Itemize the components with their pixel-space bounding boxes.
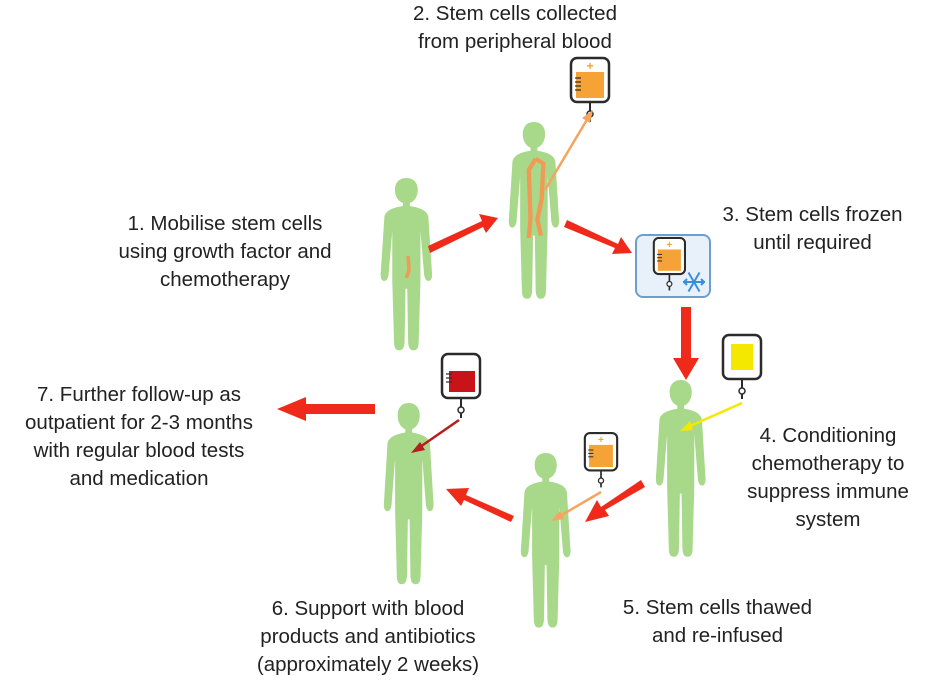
process-arrow-6-7 xyxy=(277,397,375,421)
chemo-arrowhead xyxy=(680,421,693,431)
stem-cell-bag-icon: + xyxy=(569,56,611,124)
chemo-line xyxy=(689,401,743,428)
patient-figure-5 xyxy=(520,453,571,628)
blood-vessel-icon xyxy=(526,157,546,239)
step-4-label: 4. Conditioning chemotherapy to suppress… xyxy=(747,424,909,531)
stem-cell-bag-icon: + xyxy=(583,431,619,489)
collection-line xyxy=(543,117,590,191)
svg-text:+: + xyxy=(586,59,593,73)
collection-arrowhead xyxy=(582,110,593,123)
vessel-highlight xyxy=(404,255,411,279)
patient-figure-4 xyxy=(655,380,706,557)
human-figure-icon xyxy=(383,403,434,585)
process-arrow-1-2 xyxy=(428,214,498,253)
human-figure-icon xyxy=(655,380,706,557)
svg-text:+: + xyxy=(598,435,604,446)
blood-bag-icon xyxy=(440,352,482,420)
infusion-line xyxy=(559,490,602,518)
step-6-label: 6. Support with blood products and antib… xyxy=(256,597,480,676)
human-figure-icon xyxy=(508,122,560,299)
process-arrow-4-5 xyxy=(585,480,645,522)
infusion-arrowhead xyxy=(551,511,564,521)
patient-figure-2 xyxy=(508,122,560,299)
step-5-label: 5. Stem cells thawed and re-infused xyxy=(622,596,813,647)
process-arrow-5-6 xyxy=(446,488,514,522)
step-3-label: 3. Stem cells frozen until required xyxy=(722,203,903,254)
step-2-label: 2. Stem cells collected from peripheral … xyxy=(413,2,617,53)
patient-figure-1 xyxy=(380,178,433,351)
transfusion-line xyxy=(419,418,460,449)
transfusion-arrowhead xyxy=(411,442,425,453)
snowflake-icon xyxy=(683,271,705,293)
process-arrow-2-3 xyxy=(564,220,632,254)
svg-text:+: + xyxy=(667,240,673,251)
step-7-label: 7. Further follow-up as outpatient for 2… xyxy=(25,383,253,490)
process-arrows xyxy=(277,214,699,522)
frozen-stem-cells-box: + xyxy=(635,234,711,298)
stem-cell-bag-icon: + xyxy=(652,236,687,292)
step-1-label: 1. Mobilise stem cells using growth fact… xyxy=(118,212,332,291)
human-figure-icon xyxy=(380,178,433,351)
human-figure-icon xyxy=(520,453,571,628)
chemotherapy-bag-icon xyxy=(721,333,763,401)
process-arrow-3-4 xyxy=(673,307,699,380)
patient-figure-6 xyxy=(383,403,434,585)
